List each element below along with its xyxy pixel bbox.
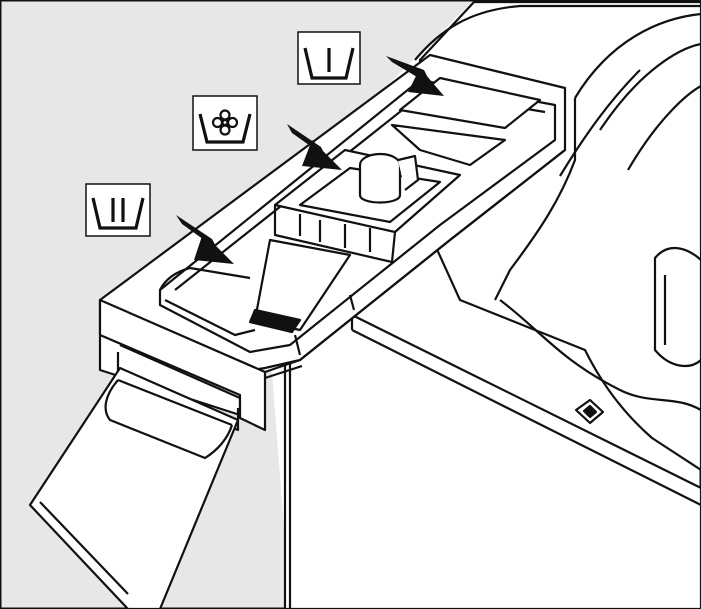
callout-softener bbox=[192, 95, 258, 151]
arrow-mainwash bbox=[176, 215, 234, 264]
callout-mainwash bbox=[85, 183, 151, 237]
tub-two-bars-icon bbox=[91, 197, 145, 230]
arrow-prewash bbox=[386, 56, 444, 96]
arrows bbox=[176, 56, 444, 264]
arrow-softener bbox=[287, 124, 342, 170]
callout-prewash bbox=[297, 31, 361, 85]
tub-flower-icon bbox=[198, 109, 252, 144]
tub-one-bar-icon bbox=[303, 47, 355, 80]
dispenser-drawer bbox=[28, 53, 567, 609]
